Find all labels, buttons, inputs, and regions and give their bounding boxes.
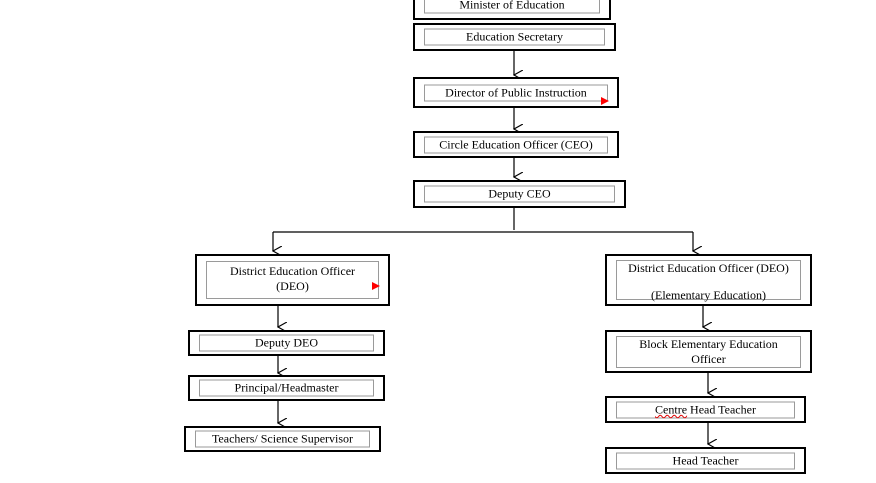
node-education-secretary: Education Secretary	[413, 23, 616, 51]
node-principal-headmaster: Principal/Headmaster	[188, 375, 385, 401]
node-deputy-ceo-label: Deputy CEO	[424, 185, 615, 203]
node-teachers-science-supervisor-label: Teachers/ Science Supervisor	[195, 430, 370, 448]
node-district-education-officer-left: District Education Officer (DEO)	[195, 254, 390, 306]
node-teachers-science-supervisor: Teachers/ Science Supervisor	[184, 426, 381, 452]
centre-word: Centre	[655, 402, 688, 416]
beeo-line2: Officer	[691, 351, 726, 366]
deo-left-line1: District Education Officer	[229, 264, 356, 278]
deo-right-line1: District Education Officer (DEO)	[628, 261, 789, 275]
node-centre-head-teacher-label: Centre Head Teacher	[616, 401, 795, 418]
beeo-line1: Block Elementary Education	[639, 336, 778, 351]
node-director-public-instruction: Director of Public Instruction	[413, 77, 619, 108]
node-head-teacher-label: Head Teacher	[616, 452, 795, 469]
node-circle-education-officer: Circle Education Officer (CEO)	[413, 131, 619, 158]
deo-right-line2: (Elementary Education)	[651, 288, 766, 302]
node-education-secretary-label: Education Secretary	[424, 28, 605, 46]
node-director-public-instruction-label: Director of Public Instruction	[424, 84, 608, 101]
node-block-elementary-education-officer: Block Elementary Education Officer	[605, 330, 812, 373]
node-block-elementary-education-officer-label: Block Elementary Education Officer	[616, 335, 801, 368]
node-head-teacher: Head Teacher	[605, 447, 806, 474]
red-marker-icon	[601, 97, 609, 105]
deo-left-line2: (DEO)	[276, 279, 309, 293]
red-marker-icon	[372, 282, 380, 290]
node-principal-headmaster-label: Principal/Headmaster	[199, 379, 374, 397]
node-minister: Minister of Education	[413, 0, 611, 20]
node-deputy-deo: Deputy DEO	[188, 330, 385, 356]
node-district-education-officer-right: District Education Officer (DEO) (Elemen…	[605, 254, 812, 306]
node-deputy-deo-label: Deputy DEO	[199, 334, 374, 352]
node-circle-education-officer-label: Circle Education Officer (CEO)	[424, 136, 608, 153]
node-minister-label: Minister of Education	[424, 0, 600, 14]
node-deputy-ceo: Deputy CEO	[413, 180, 626, 208]
centre-rest: Head Teacher	[687, 402, 756, 416]
node-district-education-officer-right-label: District Education Officer (DEO) (Elemen…	[616, 260, 801, 302]
node-centre-head-teacher: Centre Head Teacher	[605, 396, 806, 423]
node-district-education-officer-left-label: District Education Officer (DEO)	[206, 261, 379, 299]
